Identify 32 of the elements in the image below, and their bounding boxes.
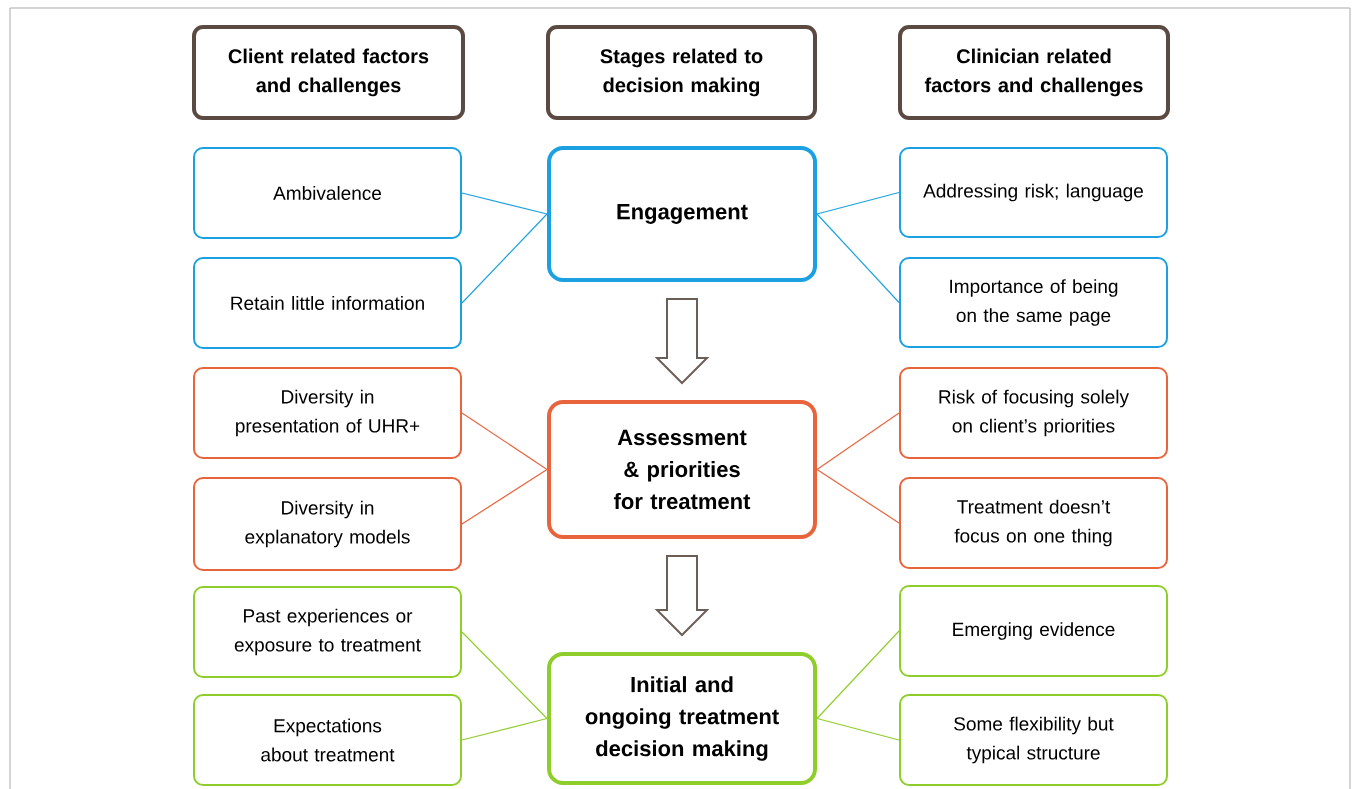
connector-line — [816, 412, 900, 471]
connector-line — [816, 213, 900, 304]
factor-box: Emerging evidence — [899, 585, 1168, 677]
factor-box: Treatment doesn’t focus on one thing — [899, 477, 1168, 569]
factor-box: Past experiences or exposure to treatment — [193, 586, 462, 678]
header-box: Stages related to decision making — [546, 25, 817, 120]
connector-line — [461, 412, 548, 471]
factor-box: Risk of focusing solely on client’s priorities — [899, 367, 1168, 459]
factor-box: Addressing risk; language — [899, 147, 1168, 238]
factor-box: Ambivalence — [193, 147, 462, 239]
stage-box: Initial and ongoing treatment decision making — [547, 652, 817, 785]
factor-box: Retain little information — [193, 257, 462, 349]
factor-box: Expectations about treatment — [193, 694, 462, 786]
connector-line — [461, 717, 548, 741]
stage-box: Engagement — [547, 146, 817, 282]
connector-line — [816, 468, 900, 524]
stage-box: Assessment & priorities for treatment — [547, 400, 817, 539]
block-arrow — [654, 555, 710, 637]
header-box: Client related factors and challenges — [192, 25, 465, 120]
connector-line — [816, 717, 900, 741]
connector-line — [461, 631, 548, 720]
factor-box: Some flexibility but typical structure — [899, 694, 1168, 786]
connector-line — [461, 213, 548, 304]
factor-box: Diversity in presentation of UHR+ — [193, 367, 462, 459]
factor-box: Diversity in explanatory models — [193, 477, 462, 571]
connector-line — [461, 468, 548, 525]
connector-line — [816, 191, 900, 215]
connector-line — [461, 192, 548, 215]
header-box: Clinician related factors and challenges — [898, 25, 1170, 120]
block-arrow — [654, 298, 710, 385]
connector-line — [816, 630, 900, 720]
factor-box: Importance of being on the same page — [899, 257, 1168, 348]
